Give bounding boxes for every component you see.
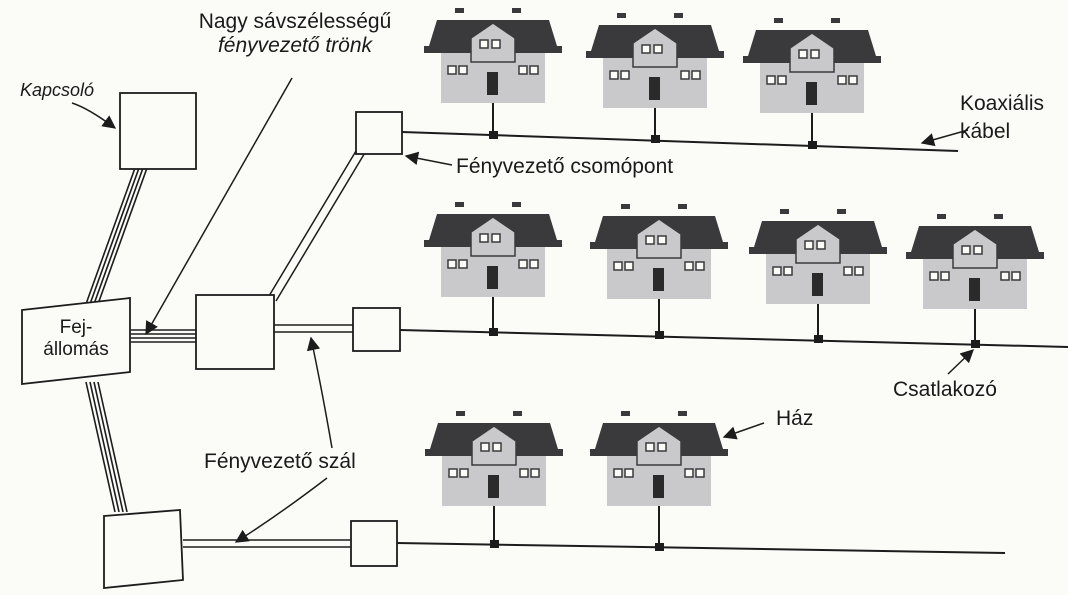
- switch-box: [119, 92, 197, 170]
- connector-label: Csatlakozó: [893, 378, 997, 401]
- trunk-label-line1: Nagy sávszélességű: [198, 10, 392, 33]
- trunk-label: Nagy sávszélességű fényvezető trönk: [150, 10, 440, 58]
- trunk-headend-hub: [131, 329, 196, 343]
- hub-box: [195, 294, 275, 370]
- coax-label: Koaxiális kábel: [960, 90, 1044, 146]
- tap-r1-1: [489, 131, 498, 139]
- headend-label: Fej- állomás: [22, 317, 130, 361]
- fiber-node-mid: [352, 307, 401, 352]
- fiber-leader-up: [306, 336, 333, 449]
- coax-label-line1: Koaxiális: [960, 92, 1045, 115]
- trunk-switch-headend: [85, 167, 148, 305]
- house-icon: [423, 201, 563, 298]
- fiber-node-leader: [404, 151, 453, 166]
- tap-r1-3: [808, 141, 817, 149]
- house-leader: [722, 422, 765, 440]
- house-icon: [585, 12, 725, 109]
- tap-r3-1: [490, 540, 499, 548]
- house-icon: [589, 410, 729, 507]
- leader-lines: [71, 77, 974, 543]
- house-drops: [492, 98, 976, 547]
- headend-label-line2: állomás: [43, 339, 109, 360]
- house-icon: [423, 7, 563, 104]
- fiber-label: Fényvezető szál: [204, 450, 356, 473]
- fiber-node-bottom: [350, 520, 398, 567]
- tap-r2-3: [814, 335, 823, 343]
- house-label: Ház: [776, 407, 814, 430]
- house-icon: [905, 213, 1045, 310]
- connector-leader: [947, 349, 974, 375]
- fiber-bottom-node: [183, 539, 352, 548]
- trunk-leader: [145, 77, 293, 336]
- house-icon: [424, 410, 564, 507]
- trunk-headend-bottom: [85, 381, 128, 513]
- switch-leader: [71, 102, 117, 129]
- tap-r3-2: [655, 543, 664, 551]
- house-icon: [589, 203, 729, 300]
- fiber-node-label: Fényvezető csomópont: [456, 155, 674, 178]
- house-icon: [742, 17, 882, 114]
- house-icon: [748, 208, 888, 305]
- tap-r2-2: [655, 331, 664, 339]
- headend-label-line1: Fej-: [59, 317, 93, 338]
- trunk-label-line2: fényvezető trönk: [217, 34, 373, 57]
- tap-r2-1: [489, 328, 498, 336]
- fiber-hub-mid-node: [274, 324, 353, 333]
- fiber-leader-down: [234, 477, 328, 543]
- coax-leader: [920, 129, 969, 147]
- switch-label: Kapcsoló: [20, 80, 95, 100]
- hub-box-bottom: [103, 509, 184, 589]
- coax-label-line2: kábel: [960, 120, 1011, 143]
- headend-box: [21, 296, 131, 386]
- taps: [489, 131, 980, 551]
- fiber-hub-top-node: [265, 150, 367, 302]
- tap-r2-4: [971, 340, 980, 348]
- tap-r1-2: [651, 135, 660, 143]
- fiber-node-top: [355, 111, 403, 155]
